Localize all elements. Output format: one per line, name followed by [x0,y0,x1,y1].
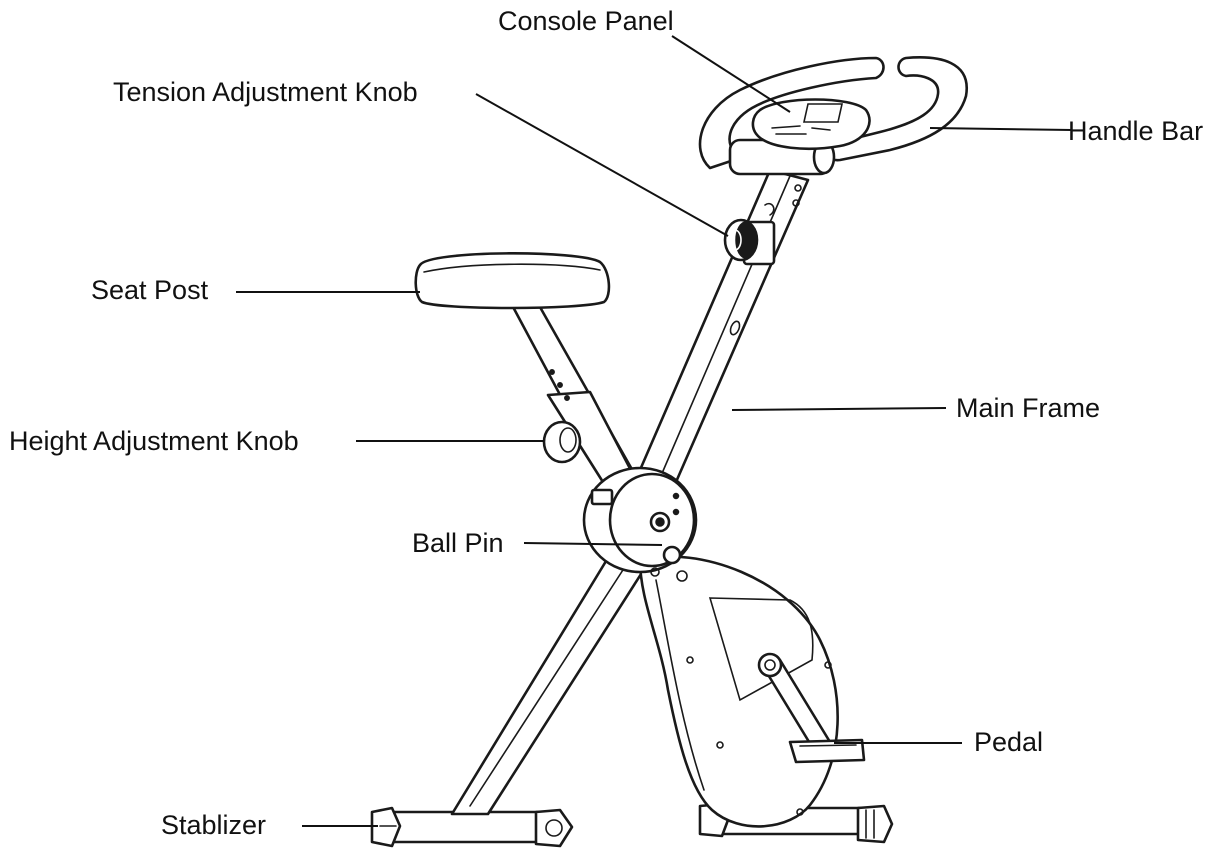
label-stablizer: Stablizer [161,810,267,840]
label-seat-post: Seat Post [91,275,209,305]
hinge-hub [582,466,698,582]
leader-tension-knob [475,93,729,237]
main-frame-tube [638,168,810,484]
flywheel-housing [638,555,839,828]
console-part [751,98,871,151]
tension-knob-part [723,218,776,266]
leader-lines [236,35,1073,827]
label-console-panel: Console Panel [498,6,674,36]
label-main-frame: Main Frame [956,393,1101,423]
rear-stabilizer [370,806,574,848]
leader-handle-bar [929,127,1073,131]
label-pedal: Pedal [974,727,1044,757]
label-height-adjustment-knob: Height Adjustment Knob [9,426,299,456]
height-adjustment-knob-part [542,420,582,464]
seat-cushion [414,252,611,310]
leader-ball-pin [523,542,663,546]
leader-console-panel [671,35,791,113]
label-ball-pin: Ball Pin [412,528,504,558]
label-handle-bar: Handle Bar [1068,116,1204,146]
label-tension-adjustment-knob: Tension Adjustment Knob [113,77,418,107]
seat-post-tube [510,298,640,494]
crank-arm [757,652,832,752]
pedal-part [788,738,866,764]
leader-main-frame [731,407,947,411]
rear-leg-tube [450,546,652,816]
